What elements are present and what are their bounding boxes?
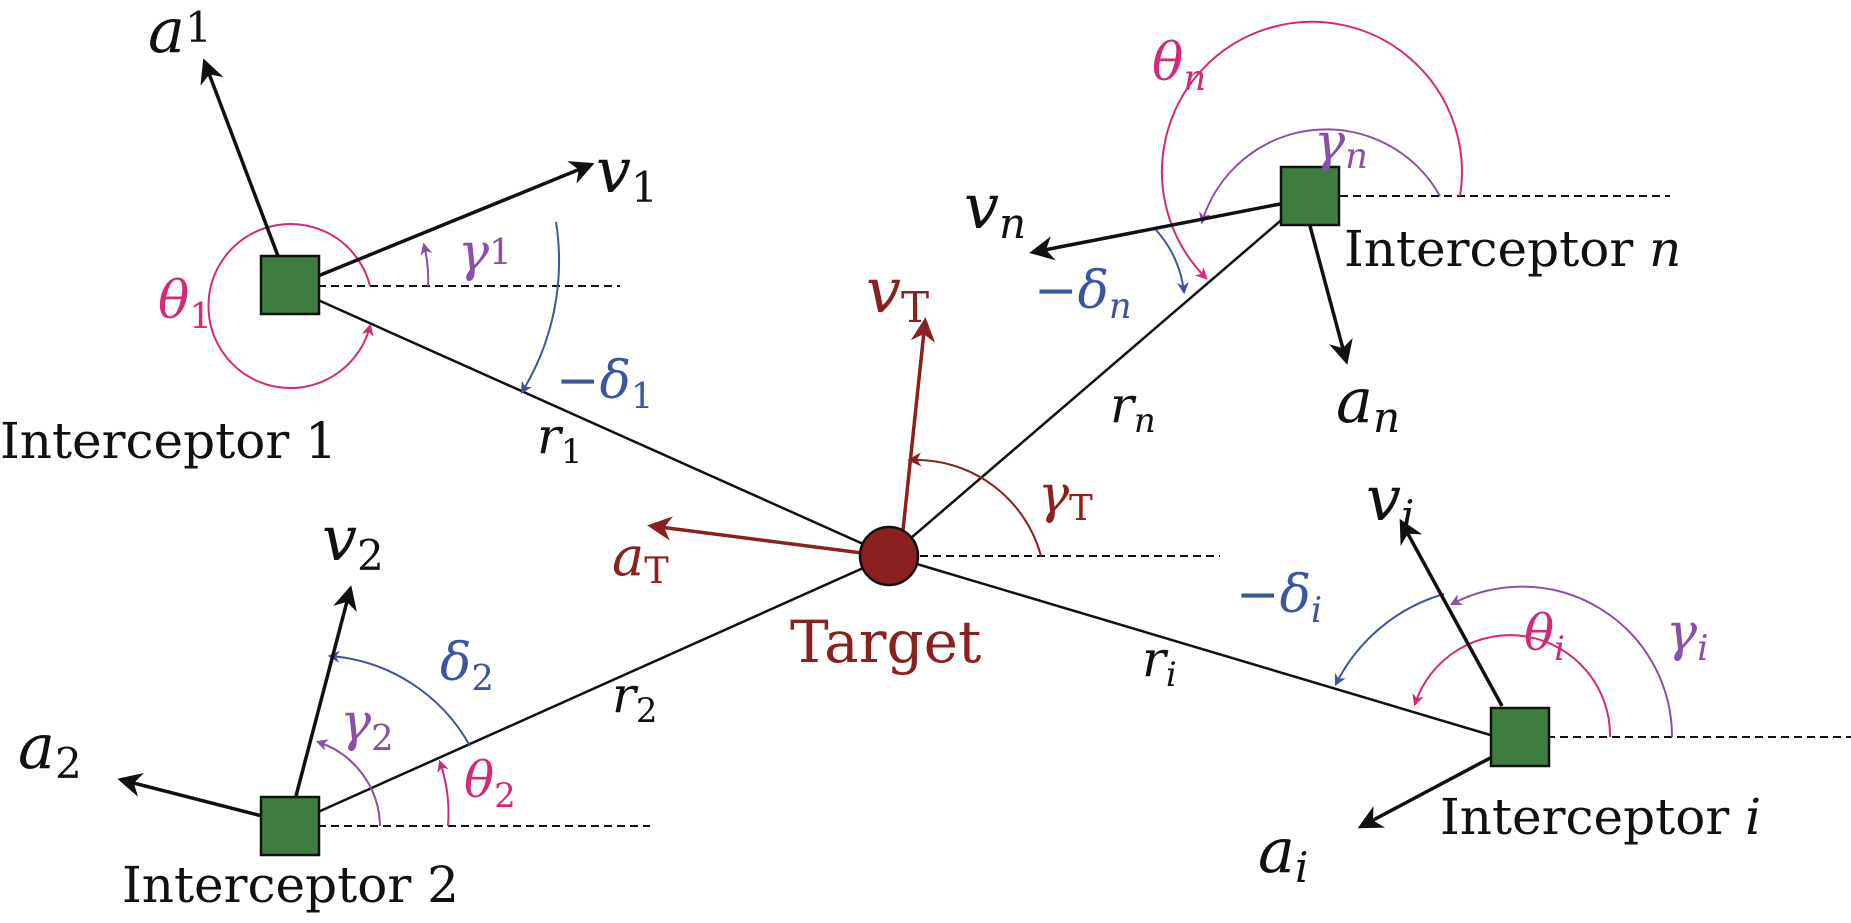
label-r1: r1: [537, 407, 583, 472]
los-lines: [317, 215, 1498, 814]
label-gamma-n: γn: [1314, 113, 1368, 177]
interceptor-n-name: Interceptor n: [1344, 220, 1681, 278]
gamma-arc-i: [1449, 585, 1674, 738]
gamma-arc-2: [315, 739, 381, 827]
label-gamma2: γ2: [340, 693, 394, 759]
v-vector-target: [901, 317, 936, 531]
label-v-i: vi: [1366, 462, 1415, 540]
label-theta-i: θi: [1524, 604, 1565, 669]
interceptor-2-name: Interceptor 2: [122, 856, 459, 914]
label-a-i: ai: [1258, 814, 1308, 892]
target-name: Target: [790, 608, 981, 676]
los-line-2: [317, 554, 891, 814]
a-vector-n: [1308, 225, 1353, 365]
label-r-n: rn: [1110, 376, 1156, 441]
los-line-n: [889, 215, 1287, 557]
label-delta1: −δ1: [556, 351, 653, 417]
interceptor-1-body: [259, 254, 321, 316]
label-gamma1: γ1: [458, 223, 512, 283]
theta-arc-2: [437, 759, 450, 827]
a-vector-target: [647, 516, 863, 555]
v-vector-n: [1029, 202, 1281, 261]
interceptor-2-body: [259, 795, 321, 857]
theta-arc-1: [207, 223, 374, 389]
interceptor-n-body: [1279, 165, 1341, 227]
labels: a1 v1 θ1 γ1 −δ1 r1 Interceptor 1 v2 a2 δ…: [0, 0, 1761, 914]
vectors: [117, 58, 1504, 829]
label-r-i: ri: [1142, 630, 1177, 695]
theta-arc-n: [1160, 20, 1463, 280]
label-delta2: δ2: [440, 633, 494, 699]
label-a2: a2: [18, 710, 82, 788]
label-theta-n: θn: [1152, 33, 1206, 99]
label-delta-n: −δn: [1034, 261, 1132, 327]
delta-arc-n: [1155, 229, 1189, 295]
theta-arc-i: [1412, 634, 1612, 738]
delta-arc-i: [1334, 593, 1445, 687]
label-a1: a1: [148, 0, 212, 67]
label-a-n: an: [1336, 364, 1400, 442]
interceptor-1-name: Interceptor 1: [0, 412, 337, 470]
los-line-i: [889, 554, 1498, 739]
a-vector-1: [200, 58, 280, 257]
gamma-arc-target: [907, 452, 1042, 557]
gamma-arc-n: [1199, 128, 1441, 225]
bodies: [259, 165, 1551, 857]
label-theta2: θ2: [464, 751, 516, 816]
interceptor-i-name: Interceptor i: [1440, 788, 1761, 846]
target-body: [858, 525, 920, 587]
v-vector-2: [294, 585, 357, 797]
label-v2: v2: [322, 502, 384, 580]
los-line-1: [317, 298, 891, 558]
label-v1: v1: [596, 134, 658, 212]
angle-arcs: [207, 20, 1674, 827]
a-vector-i: [1357, 755, 1493, 829]
v-vector-i: [1399, 518, 1504, 707]
label-gamma-target: γT: [1038, 465, 1093, 529]
label-delta-i: −δi: [1236, 565, 1322, 631]
label-v-n: vn: [964, 170, 1026, 248]
gamma-arc-1: [420, 242, 433, 287]
delta-arc-2: [327, 650, 471, 747]
label-v-target: vT: [866, 254, 929, 332]
delta-arc-1: [520, 221, 561, 395]
label-a-target: aT: [612, 525, 669, 592]
a-vector-2: [117, 773, 263, 818]
reference-lines: [318, 195, 1851, 827]
label-theta1: θ1: [158, 271, 212, 337]
label-gamma-i: γi: [1666, 603, 1708, 669]
interceptor-i-body: [1489, 706, 1551, 768]
v-vector-1: [317, 161, 595, 278]
label-r2: r2: [612, 666, 658, 731]
